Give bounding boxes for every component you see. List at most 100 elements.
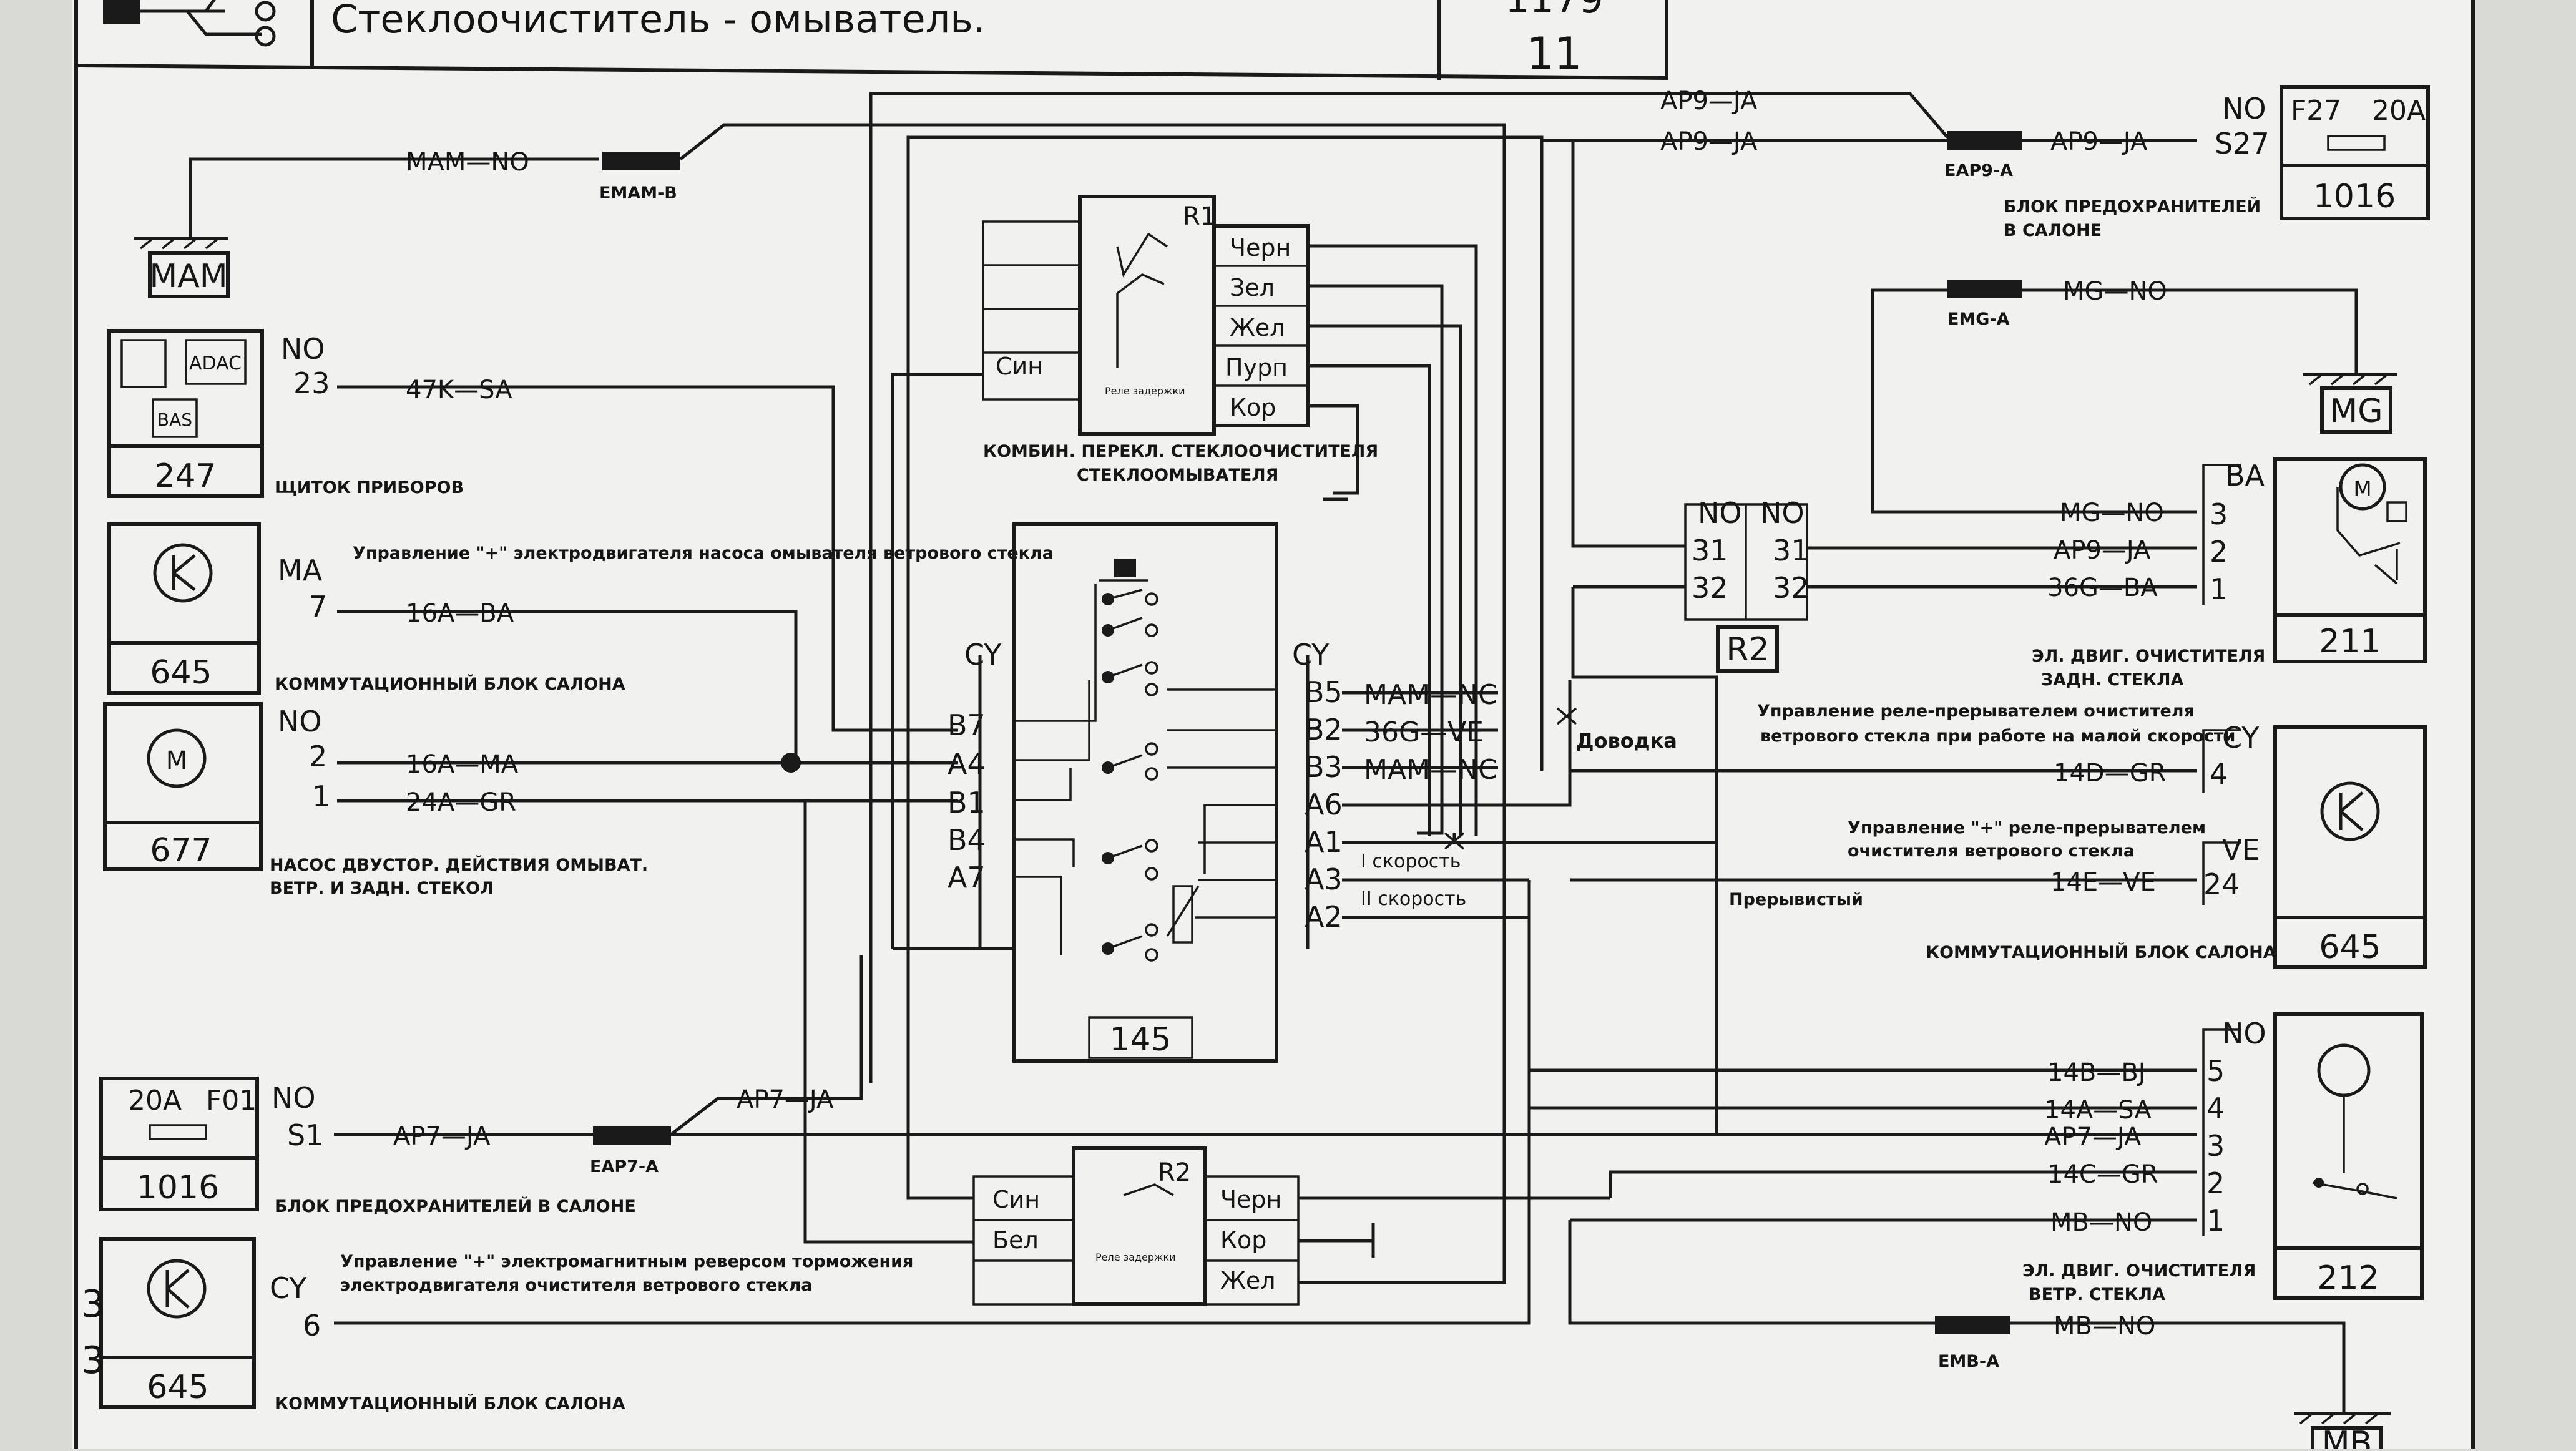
wire-ap7-ja-top: AP7—JA [737,1085,834,1114]
svg-text:Доводка: Доводка [1576,729,1677,753]
svg-text:R2: R2 [1158,1158,1191,1187]
svg-text:31: 31 [1773,534,1810,567]
svg-text:32: 32 [1773,571,1810,605]
svg-text:Управление "+" реле-прерывател: Управление "+" реле-прерывателем [1848,818,2206,838]
svg-text:ЭЛ. ДВИГ. ОЧИСТИТЕЛЯ: ЭЛ. ДВИГ. ОЧИСТИТЕЛЯ [2032,647,2265,666]
svg-text:Жел: Жел [1220,1267,1276,1294]
svg-text:СТЕКЛООМЫВАТЕЛЯ: СТЕКЛООМЫВАТЕЛЯ [1077,466,1278,485]
header: Стеклоочиститель - омыватель. 1179 11 [76,0,1668,80]
svg-text:ВЕТР. И ЗАДН. СТЕКОЛ: ВЕТР. И ЗАДН. СТЕКОЛ [270,879,494,898]
fuse-block-1016-right: F27 20A 1016 NO S27 БЛОК ПРЕДОХРАНИТЕЛЕЙ… [2004,85,2430,240]
svg-text:2: 2 [2206,1166,2225,1200]
svg-text:211: 211 [2319,623,2381,660]
svg-text:очистителя ветрового стекла: очистителя ветрового стекла [1848,841,2135,861]
svg-text:Черн: Черн [1220,1186,1281,1213]
connector-emb [1935,1316,2010,1334]
svg-text:CY: CY [2222,721,2260,755]
svg-text:Управление "+" электродвигател: Управление "+" электродвигателя насоса о… [353,544,1054,563]
svg-text:M: M [166,746,188,775]
wire-ap7-ja-r: AP7—JA [2044,1123,2142,1151]
washer-pump-677: M 677 NO 2 1 НАСОС ДВУСТОР. ДЕЙСТВИЯ ОМЫ… [103,702,648,898]
svg-text:ЗАДН. СТЕКЛА: ЗАДН. СТЕКЛА [2041,670,2184,690]
svg-text:23: 23 [293,366,330,400]
ground-mg: MG [2303,373,2397,434]
svg-text:MAM: MAM [149,258,227,295]
sheet [72,0,2475,1449]
wire-b5: MAM—NC [1364,679,1497,711]
ground-mam: MAM [134,157,599,298]
svg-text:КОММУТАЦИОННЫЙ БЛОК САЛОНА: КОММУТАЦИОННЫЙ БЛОК САЛОНА [1926,942,2276,962]
wire-16a-ma: 16A—MA [406,750,519,779]
svg-text:R2: R2 [1726,631,1769,668]
svg-text:Зел: Зел [1230,274,1275,301]
interior-module-645-a: 645 MA 7 Управление "+" электродвигателя… [107,522,1054,695]
svg-text:B3: B3 [1305,750,1343,784]
svg-text:M: M [2353,477,2371,502]
svg-text:В САЛОНЕ: В САЛОНЕ [2004,221,2102,240]
svg-text:4: 4 [2210,757,2228,791]
svg-text:31: 31 [1692,534,1728,567]
svg-text:II скорость: II скорость [1361,888,1466,910]
ground-mb: MB [2294,1412,2391,1451]
svg-text:Бел: Бел [992,1226,1039,1254]
wire-ap9-ja-1: AP9—JA [1660,87,1758,115]
svg-text:S27: S27 [2215,127,2270,160]
svg-text:677: 677 [150,832,212,869]
wire-16a-ba: 16A—BA [406,599,514,628]
svg-text:NO: NO [1760,496,1805,530]
svg-text:EAP9-A: EAP9-A [1944,161,2013,180]
wire-ap7-ja-left: AP7—JA [393,1122,491,1151]
svg-text:ВЕТР. СТЕКЛА: ВЕТР. СТЕКЛА [2029,1285,2165,1304]
svg-text:NO: NO [272,1081,316,1115]
svg-text:1: 1 [312,779,330,813]
svg-text:B2: B2 [1305,713,1343,746]
svg-text:Пурп: Пурп [1225,354,1288,381]
svg-text:CY: CY [1292,638,1330,672]
svg-text:3: 3 [2206,1129,2225,1163]
svg-text:NO: NO [281,332,325,366]
svg-text:Син: Син [992,1186,1040,1213]
svg-text:4: 4 [2206,1092,2225,1125]
svg-text:20A: 20A [128,1085,182,1116]
interior-module-645-c: 645 CY 6 Управление "+" электромагнитным… [81,1237,913,1414]
wire-36g-ba: 36G—BA [2047,574,2158,602]
wire-14e-ve: 14E—VE [2050,868,2156,897]
svg-text:КОМБИН. ПЕРЕКЛ. СТЕКЛООЧИСТИТЕ: КОМБИН. ПЕРЕКЛ. СТЕКЛООЧИСТИТЕЛЯ [983,442,1378,461]
svg-text:A2: A2 [1305,900,1343,934]
svg-text:6: 6 [303,1309,321,1342]
svg-text:R1: R1 [1183,202,1216,231]
svg-text:3: 3 [2210,497,2228,531]
svg-text:NO: NO [278,705,322,738]
svg-text:MB: MB [2322,1425,2373,1449]
svg-text:5: 5 [2206,1054,2225,1088]
svg-text:VE: VE [2222,833,2260,867]
svg-text:NO: NO [1698,496,1742,530]
svg-text:EMG-A: EMG-A [1947,310,2010,329]
wire-47k-sa: 47K—SA [406,376,512,404]
svg-text:Управление "+" электромагнитны: Управление "+" электромагнитным реверсом… [340,1252,913,1271]
svg-text:1016: 1016 [137,1169,219,1206]
svg-text:32: 32 [1692,571,1728,605]
svg-text:2: 2 [309,740,327,773]
svg-text:CY: CY [270,1271,307,1305]
svg-text:ЩИТОК ПРИБОРОВ: ЩИТОК ПРИБОРОВ [275,478,464,497]
interior-module-645-b: 645 CY 4 VE 24 Управление реле-прерывате… [1576,701,2427,969]
svg-text:КОММУТАЦИОННЫЙ БЛОК САЛОНА: КОММУТАЦИОННЫЙ БЛОК САЛОНА [275,674,625,694]
page-number: 1179 [1505,0,1604,22]
svg-text:B5: B5 [1305,675,1343,709]
svg-text:ADAC: ADAC [189,353,242,374]
svg-text:НАСОС ДВУСТОР. ДЕЙСТВИЯ ОМЫВАТ: НАСОС ДВУСТОР. ДЕЙСТВИЯ ОМЫВАТ. [270,855,648,875]
wire-14b-bj: 14B—BJ [2047,1058,2146,1087]
svg-text:Реле задержки: Реле задержки [1095,1251,1176,1263]
relay-connector-r2: R2 NO NO 31 32 31 32 [1684,496,1810,673]
svg-text:EMAM-B: EMAM-B [599,183,677,203]
connector-emg [1947,280,2022,298]
svg-text:24: 24 [2203,867,2240,901]
wire-mb-no-1: MB—NO [2050,1208,2152,1237]
wire-14d-gr: 14D—GR [2054,759,2167,788]
svg-text:F27: F27 [2291,95,2341,127]
page-sub: 11 [1526,28,1582,79]
svg-text:1: 1 [2206,1204,2225,1238]
